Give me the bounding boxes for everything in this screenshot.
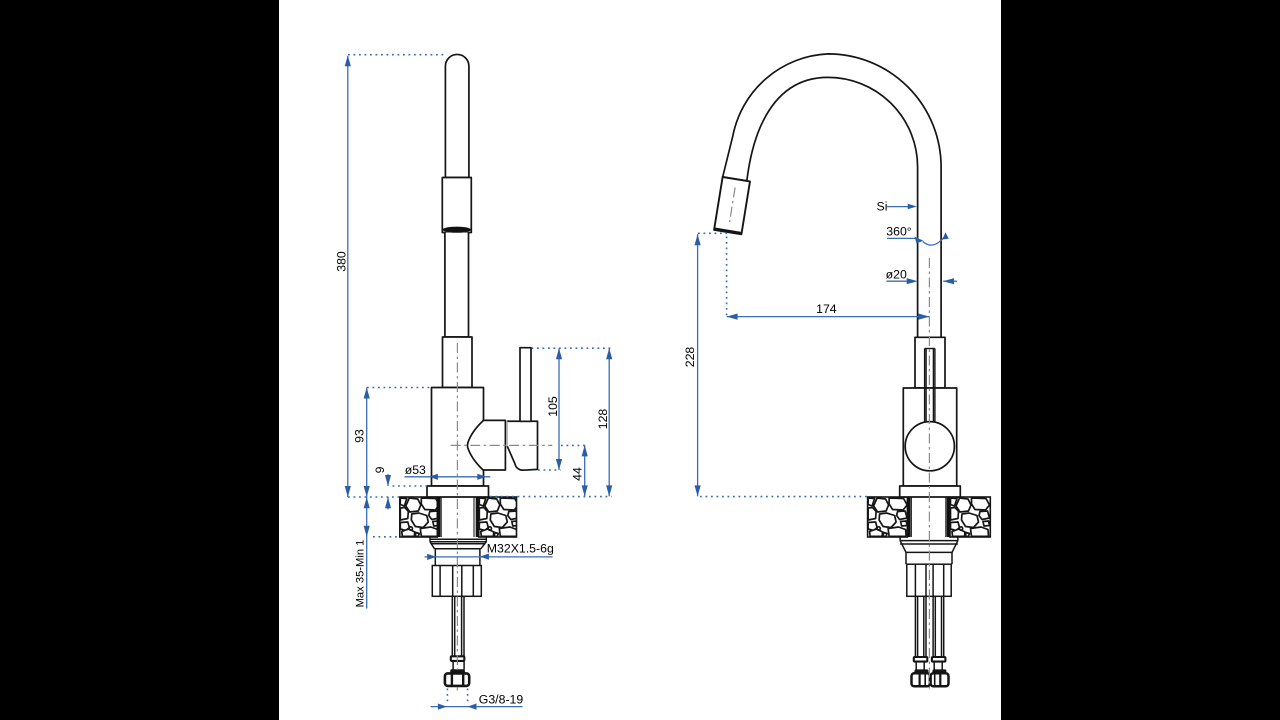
svg-text:128: 128 [596,409,610,430]
svg-text:228: 228 [683,347,697,368]
svg-text:360°: 360° [886,224,912,238]
svg-text:Si: Si [877,200,888,214]
svg-text:ø20: ø20 [886,268,907,282]
svg-text:380: 380 [335,251,349,272]
svg-text:M32X1.5-6g: M32X1.5-6g [487,542,554,556]
svg-text:93: 93 [353,429,367,443]
svg-text:44: 44 [571,467,585,481]
svg-text:G3/8-19: G3/8-19 [479,692,524,706]
svg-text:ø53: ø53 [405,463,426,477]
svg-text:9: 9 [373,466,387,473]
svg-text:174: 174 [816,302,837,316]
svg-text:Max 35-Min 1: Max 35-Min 1 [355,540,367,608]
svg-text:105: 105 [546,396,560,417]
